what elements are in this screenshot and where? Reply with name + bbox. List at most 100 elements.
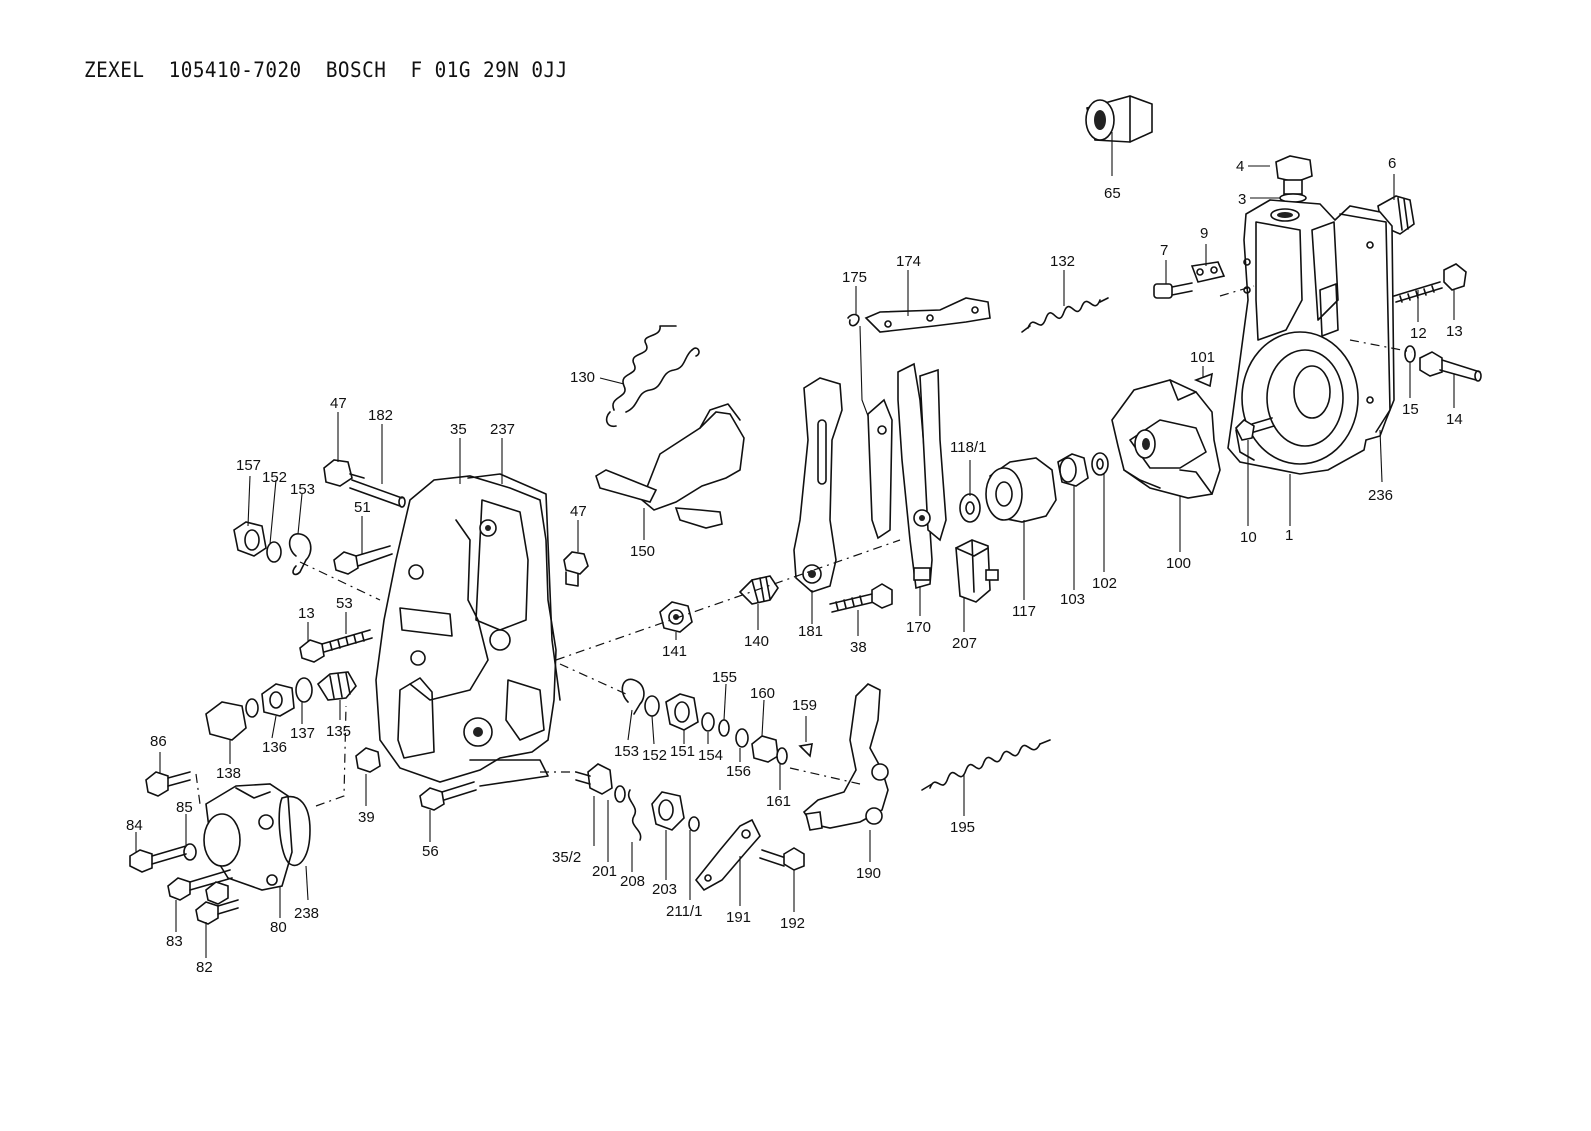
part-208-spring (627, 789, 642, 841)
callout-84: 84 (126, 817, 143, 834)
drawing-title: ZEXEL 105410-7020 BOSCH F 01G 29N 0JJ (84, 58, 568, 82)
callout-141: 141 (662, 643, 687, 660)
callout-137: 137 (290, 725, 315, 742)
part-9-plate (1190, 261, 1226, 283)
part-117-sleeve (985, 457, 1057, 523)
part-101-key (1193, 372, 1214, 388)
callout-203: 203 (652, 881, 677, 898)
callout-201: 201 (592, 863, 617, 880)
part-203-cap (651, 791, 685, 831)
callout-174: 174 (896, 253, 921, 270)
part-86-screw (145, 771, 191, 797)
part-152-ring-lower (644, 695, 660, 717)
part-53-screw (321, 629, 373, 653)
callout-35-2: 35/2 (552, 849, 581, 866)
callout-56: 56 (422, 843, 439, 860)
part-160-sleeve (751, 735, 779, 763)
part-174-lever (864, 297, 991, 333)
callout-85: 85 (176, 799, 193, 816)
part-181-lever (793, 377, 843, 593)
part-152-ring (266, 541, 282, 563)
callout-7: 7 (1160, 242, 1168, 259)
part-132-spring (1021, 297, 1109, 333)
part-12-screw (1393, 281, 1443, 303)
part-211-1-washer (688, 816, 700, 832)
part-1-housing (1227, 199, 1395, 475)
part-39-nut (355, 747, 381, 773)
part-195-spring (921, 739, 1051, 791)
part-140-plug (738, 575, 779, 605)
part-141-nut (659, 601, 693, 633)
part-47-screw-right (563, 551, 589, 587)
part-151-sleeve (665, 693, 699, 731)
callout-153-top: 153 (290, 481, 315, 498)
callout-181: 181 (798, 623, 823, 640)
callout-130: 130 (570, 369, 595, 386)
callout-140: 140 (744, 633, 769, 650)
leader-lines (135, 132, 1455, 958)
part-130-spring (605, 325, 700, 428)
callout-6: 6 (1388, 155, 1396, 172)
callout-103: 103 (1060, 591, 1085, 608)
callout-152-lower: 152 (642, 747, 667, 764)
part-35-2-screw (575, 763, 613, 795)
callout-154: 154 (698, 747, 723, 764)
callout-161: 161 (766, 793, 791, 810)
parts-layer (129, 95, 1482, 925)
callout-117: 117 (1012, 603, 1036, 620)
callout-135: 135 (326, 723, 351, 740)
callout-136: 136 (262, 739, 287, 756)
callout-53: 53 (336, 595, 353, 612)
callout-155: 155 (712, 669, 737, 686)
callout-195: 195 (950, 819, 975, 836)
part-137-ring (295, 677, 313, 703)
callout-35: 35 (450, 421, 467, 438)
callout-236: 236 (1368, 487, 1393, 504)
part-157-plug (233, 521, 267, 557)
callout-13-right: 13 (1446, 323, 1463, 340)
callout-170: 170 (906, 619, 931, 636)
part-15-washer (1404, 345, 1416, 363)
part-13-nut-right (1443, 263, 1467, 291)
part-14-bolt (1419, 351, 1482, 382)
callout-100: 100 (1166, 555, 1191, 572)
part-13-nut-left (299, 639, 325, 663)
part-10-screw (1235, 417, 1275, 441)
part-47-screw-top (323, 459, 365, 487)
part-190-lever (802, 683, 889, 831)
callout-38: 38 (850, 639, 867, 656)
part-170-link (867, 398, 893, 540)
callout-4: 4 (1236, 158, 1244, 175)
callout-152-top: 152 (262, 469, 287, 486)
part-182-pin (349, 479, 406, 508)
callout-83: 83 (166, 933, 183, 950)
callout-9: 9 (1200, 225, 1208, 242)
part-4-plug (1275, 155, 1313, 203)
part-150-lever (595, 403, 745, 529)
callout-15: 15 (1402, 401, 1419, 418)
callout-160: 160 (750, 685, 775, 702)
part-192-screw (759, 847, 805, 871)
callout-138: 138 (216, 765, 241, 782)
callout-175: 175 (842, 269, 867, 286)
callout-208: 208 (620, 873, 645, 890)
callout-150: 150 (630, 543, 655, 560)
part-35-cover (375, 473, 561, 787)
callout-51: 51 (354, 499, 371, 516)
part-191-plate (694, 818, 761, 892)
callout-237: 237 (490, 421, 515, 438)
part-153-clip (288, 533, 312, 576)
part-136-nut (261, 683, 295, 717)
callout-156: 156 (726, 763, 751, 780)
callout-192: 192 (780, 915, 805, 932)
callout-10: 10 (1240, 529, 1257, 546)
part-56-screw (419, 781, 477, 811)
callout-12: 12 (1410, 325, 1427, 342)
part-118-1-washer (959, 493, 981, 523)
callout-102: 102 (1092, 575, 1117, 592)
callout-101: 101 (1190, 349, 1215, 366)
part-170-lever (897, 362, 947, 590)
part-238-ring (278, 795, 311, 867)
callout-191: 191 (726, 909, 751, 926)
